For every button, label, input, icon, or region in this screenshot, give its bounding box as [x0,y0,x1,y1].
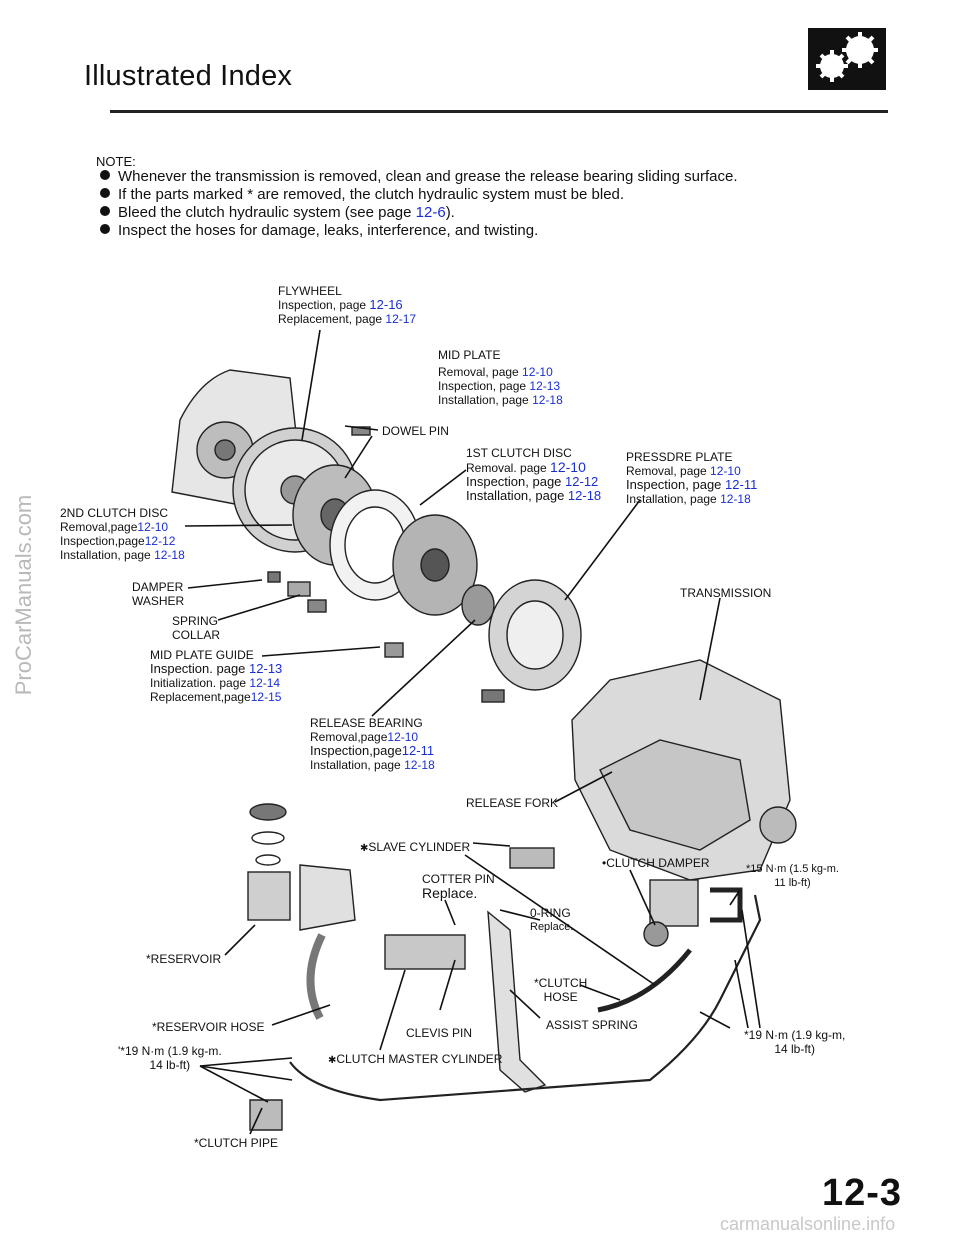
page-link[interactable]: 12-18 [532,393,563,407]
page-link[interactable]: 12-18 [567,488,602,503]
page-link[interactable]: 12-18 [404,758,435,772]
torque-spec-19-left: '*19 N·m (1.9 kg-m. 14 lb-ft) [118,1044,222,1072]
page-link[interactable]: 12-18 [720,492,751,506]
page-number: 12-3 [822,1172,903,1214]
page-link[interactable]: 12-18 [154,548,185,562]
bullet-icon [100,224,110,234]
o-ring-label: 0-RING Replace. [530,906,574,933]
note-item: Inspect the hoses for damage, leaks, int… [100,222,538,239]
page-title: Illustrated Index [84,60,293,92]
page-link[interactable]: 12-15 [250,690,282,704]
page-link[interactable]: 12-16 [369,297,403,312]
clutch-master-cylinder-label: ✱CLUTCH MASTER CYLINDER [328,1052,503,1066]
mid-plate-label: MID PLATE Removal, page 12-10 Inspection… [438,348,563,407]
page-link[interactable]: 12-11 [401,743,435,758]
clutch-hose-label: *CLUTCH HOSE [534,976,588,1004]
page-link[interactable]: 12-17 [385,312,417,326]
page-link[interactable]: 12-13 [249,661,283,676]
slave-cylinder-label: ✱SLAVE CYLINDER [360,840,471,854]
reservoir-hose-label: *RESERVOIR HOSE [152,1020,265,1034]
gears-icon [808,28,886,90]
first-clutch-disc-label: 1ST CLUTCH DISC Removal. page 12-10 Insp… [466,446,602,503]
page-link[interactable]: 12-14 [249,676,281,690]
spring-collar-label: SPRING COLLAR [172,614,221,642]
damper-washer-label: DAMPER WASHER [132,580,185,608]
header-rule [110,110,888,113]
flywheel-label: FLYWHEEL Inspection, page 12-16 Replacem… [278,284,417,326]
bullet-icon [100,170,110,180]
torque-spec-19-right: *19 N·m (1.9 kg-m, 14 lb-ft) [744,1028,846,1056]
cotter-pin-label: COTTER PIN Replace. [422,872,495,901]
reservoir-label: *RESERVOIR [146,952,222,966]
footer-watermark: carmanualsonline.info [720,1214,896,1234]
clutch-pipe-label: *CLUTCH PIPE [194,1136,279,1150]
release-bearing-label: RELEASE BEARING Removal,page12-10 Inspec… [310,716,435,772]
page-link[interactable]: 12-11 [725,477,758,492]
bullet-icon [100,206,110,216]
assist-spring-label: ASSIST SPRING [546,1018,638,1032]
asterisk-icon: ✱ [360,843,369,854]
page-link[interactable]: 12-6 [415,204,446,221]
second-clutch-disc-label: 2ND CLUTCH DISC Removal,page12-10 Inspec… [60,506,185,562]
asterisk-icon: ✱ [328,1055,337,1066]
page-link[interactable]: 12-12 [144,534,176,548]
page-link[interactable]: 12-10 [387,730,419,744]
transmission-label: TRANSMISSION [680,586,772,600]
clevis-pin-label: CLEVIS PIN [406,1026,473,1040]
dowel-pin-label: DOWEL PIN [382,424,449,438]
page-link[interactable]: 12-10 [710,464,741,478]
page-link[interactable]: 12-12 [565,474,599,489]
page-link[interactable]: 12-10 [550,459,586,475]
side-watermark: ProCarManuals.com [11,494,36,696]
note-label: NOTE: [96,154,136,169]
release-fork-label: RELEASE FORK [466,796,559,810]
pressure-plate-label: PRESSDRE PLATE Removal, page 12-10 Inspe… [626,450,758,506]
bullet-icon [100,188,110,198]
clutch-damper-label: •CLUTCH DAMPER [602,856,710,870]
mid-plate-guide-label: MID PLATE GUIDE Inspection. page 12-13 I… [150,648,283,704]
note-item: Whenever the transmission is removed, cl… [100,168,738,185]
page-link[interactable]: 12-10 [137,520,169,534]
page-link[interactable]: 12-10 [522,365,553,379]
note-item: If the parts marked * are removed, the c… [100,186,624,203]
torque-spec-15: *15 N·m (1.5 kg-m. 11 lb-ft) [746,863,839,889]
page-link[interactable]: 12-13 [529,379,561,393]
note-item: Bleed the clutch hydraulic system (see p… [100,204,455,221]
